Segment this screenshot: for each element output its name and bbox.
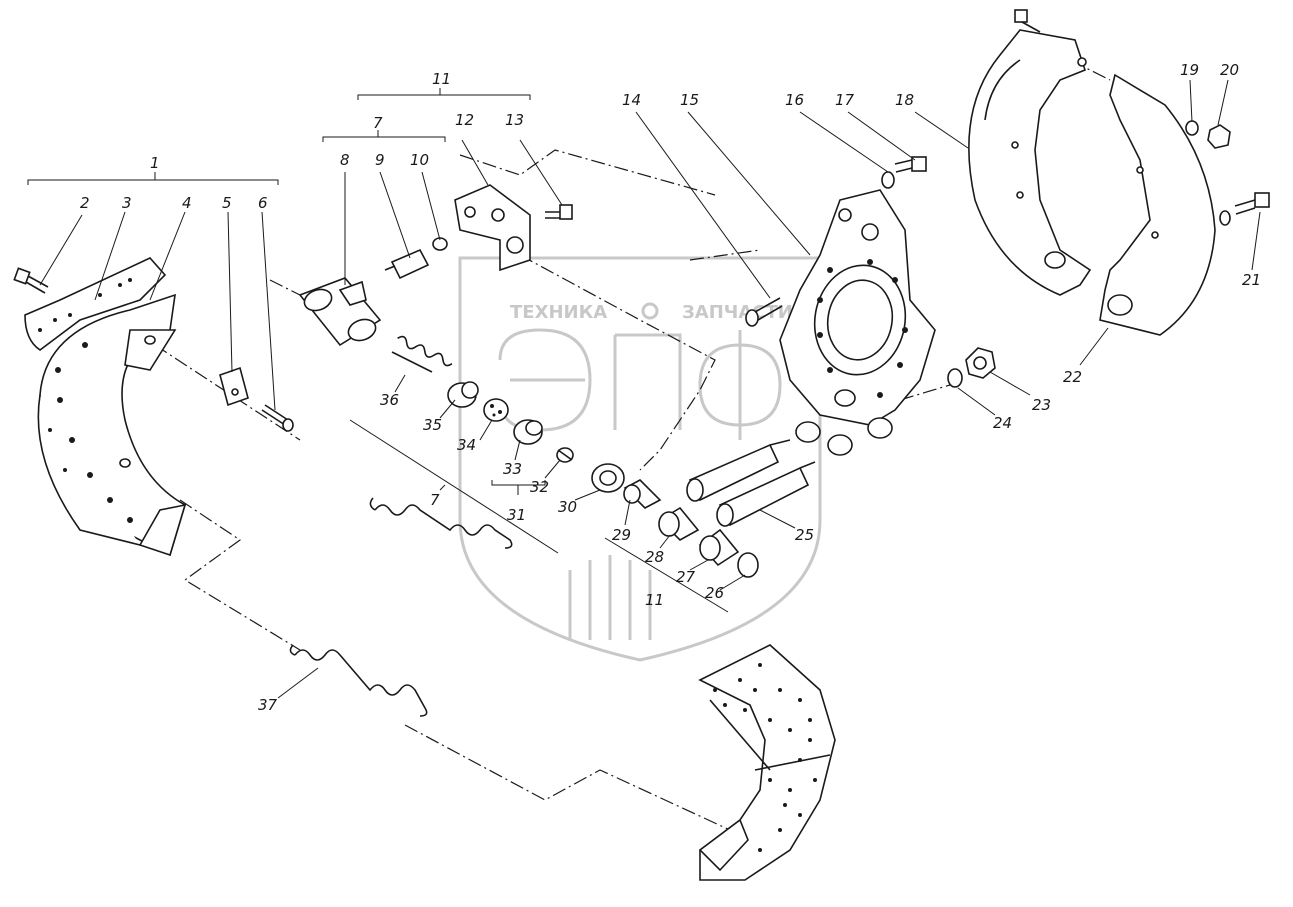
label-20: 20 [1220, 61, 1239, 79]
label-31: 31 [507, 506, 526, 524]
label-12: 12 [455, 111, 474, 129]
label-2: 2 [80, 194, 90, 212]
washer-16 [881, 171, 895, 189]
bracket-12 [454, 184, 531, 272]
brake-shoe-left [24, 257, 187, 557]
gear-icon [641, 302, 659, 320]
label-3: 3 [122, 194, 132, 212]
label-16: 16 [785, 91, 804, 109]
nut-23 [965, 347, 996, 379]
cap-30 [591, 463, 625, 493]
label-5: 5 [222, 194, 232, 212]
label-7-top: 7 [373, 114, 383, 132]
label-18: 18 [895, 91, 914, 109]
bolt-17 [894, 156, 927, 173]
watermark-right-text: ЗАПЧАСТИ [682, 302, 793, 323]
label-8: 8 [340, 151, 350, 169]
screw-14 [745, 297, 783, 327]
label-36: 36 [380, 391, 399, 409]
brake-lining [698, 644, 836, 881]
piston-28 [658, 506, 700, 541]
bolt-top [1014, 9, 1041, 33]
label-4: 4 [182, 194, 192, 212]
label-33: 33 [503, 460, 522, 478]
label-27: 27 [676, 568, 696, 586]
label-17: 17 [835, 91, 855, 109]
plate-5 [219, 366, 249, 407]
label-11-bottom: 11 [645, 591, 664, 609]
anchor-plate-15 [779, 189, 936, 456]
label-1: 1 [150, 154, 160, 172]
label-19: 19 [1180, 61, 1199, 79]
label-10: 10 [410, 151, 429, 169]
washer-24 [947, 368, 963, 388]
label-24: 24 [993, 414, 1012, 432]
pin-32 [556, 447, 574, 463]
piston-35 [447, 381, 479, 408]
label-7-bottom: 7 [430, 491, 440, 509]
bolt-2 [13, 267, 49, 294]
label-14: 14 [622, 91, 641, 109]
ring-26 [737, 552, 759, 578]
dust-shield-22 [1099, 73, 1216, 336]
bolt-21 [1234, 192, 1270, 215]
dust-shield-18 [968, 29, 1092, 296]
label-25: 25 [795, 526, 814, 544]
cup-34 [483, 398, 509, 422]
pin-25 [686, 439, 816, 527]
spring-36 [391, 335, 453, 373]
label-22: 22 [1063, 368, 1082, 386]
wheel-cylinder-8 [298, 277, 382, 347]
label-11-top: 11 [432, 70, 451, 88]
spring-37 [289, 644, 428, 717]
label-13: 13 [505, 111, 524, 129]
label-28: 28 [645, 548, 664, 566]
screw-6 [261, 404, 294, 432]
label-32: 32 [530, 478, 549, 496]
label-23: 23 [1032, 396, 1051, 414]
label-37: 37 [258, 696, 278, 714]
label-26: 26 [705, 584, 724, 602]
leader-lines [27, 79, 1261, 699]
washer [1219, 210, 1231, 226]
assembly-lines [154, 49, 1111, 831]
bolt-13 [545, 204, 573, 220]
nut-20 [1207, 124, 1231, 149]
washer-19 [1185, 120, 1199, 136]
label-35: 35 [423, 416, 442, 434]
label-34: 34 [457, 436, 476, 454]
label-6: 6 [258, 194, 268, 212]
spring-middle [369, 497, 513, 549]
cap-10 [432, 237, 448, 251]
bleeder-9 [384, 248, 430, 280]
label-15: 15 [680, 91, 699, 109]
label-30: 30 [558, 498, 577, 516]
cup-27 [698, 528, 740, 567]
label-9: 9 [375, 151, 385, 169]
label-29: 29 [612, 526, 631, 544]
watermark-left-text: ТЕХНИКА [510, 302, 607, 323]
piston-29 [623, 479, 662, 509]
callout-labels: 1 2 3 4 5 6 7 7 8 9 10 11 11 12 13 14 15… [80, 61, 1261, 714]
ring-33 [513, 419, 543, 445]
label-21: 21 [1242, 271, 1261, 289]
